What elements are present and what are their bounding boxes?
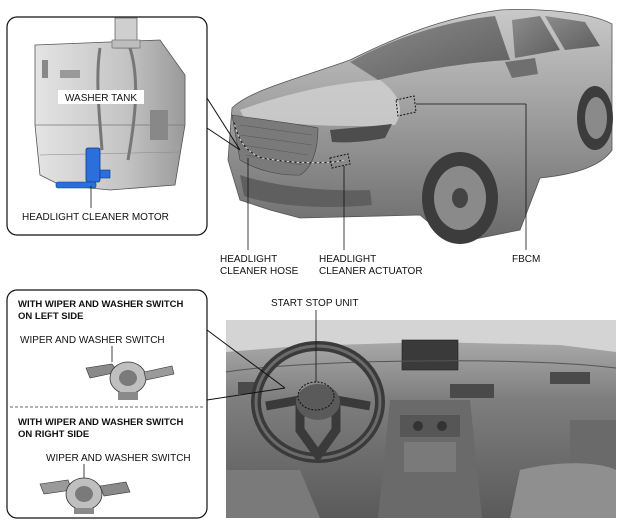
vehicle-illustration (227, 9, 613, 244)
headlight-cleaner-actuator-label-2: CLEANER ACTUATOR (319, 266, 423, 277)
fbcm-marker (395, 95, 417, 117)
fbcm-label: FBCM (512, 254, 540, 265)
actuator-marker (329, 153, 351, 169)
headlight-cleaner-actuator-label-1: HEADLIGHT (319, 254, 376, 265)
left-side-heading-1: WITH WIPER AND WASHER SWITCH (18, 299, 183, 310)
right-side-heading-1: WITH WIPER AND WASHER SWITCH (18, 417, 183, 428)
washer-tank-label: WASHER TANK (65, 93, 137, 104)
interior-illustration (225, 320, 617, 518)
washer-tank-inset: WASHER TANK HEADLIGHT CLEANER MOTOR (6, 16, 241, 236)
headlight-cleaner-hose-label-1: HEADLIGHT (220, 254, 277, 265)
right-switch-label: WIPER AND WASHER SWITCH (46, 453, 191, 464)
start-stop-unit-label: START STOP UNIT (271, 298, 358, 309)
headlight-cleaner-motor-label: HEADLIGHT CLEANER MOTOR (22, 212, 169, 223)
headlight-cleaner-motor (85, 147, 101, 183)
left-side-heading-2: ON LEFT SIDE (18, 311, 83, 322)
left-wiper-switch (85, 361, 175, 400)
headlight-cleaner-hose-label-2: CLEANER HOSE (220, 266, 299, 277)
right-wiper-switch (39, 477, 131, 514)
right-side-heading-2: ON RIGHT SIDE (18, 429, 89, 440)
left-switch-label: WIPER AND WASHER SWITCH (20, 335, 165, 346)
wiper-switch-panel: WITH WIPER AND WASHER SWITCH ON LEFT SID… (6, 289, 286, 519)
vehicle-labels: HEADLIGHT CLEANER HOSE HEADLIGHT CLEANER… (220, 103, 540, 277)
